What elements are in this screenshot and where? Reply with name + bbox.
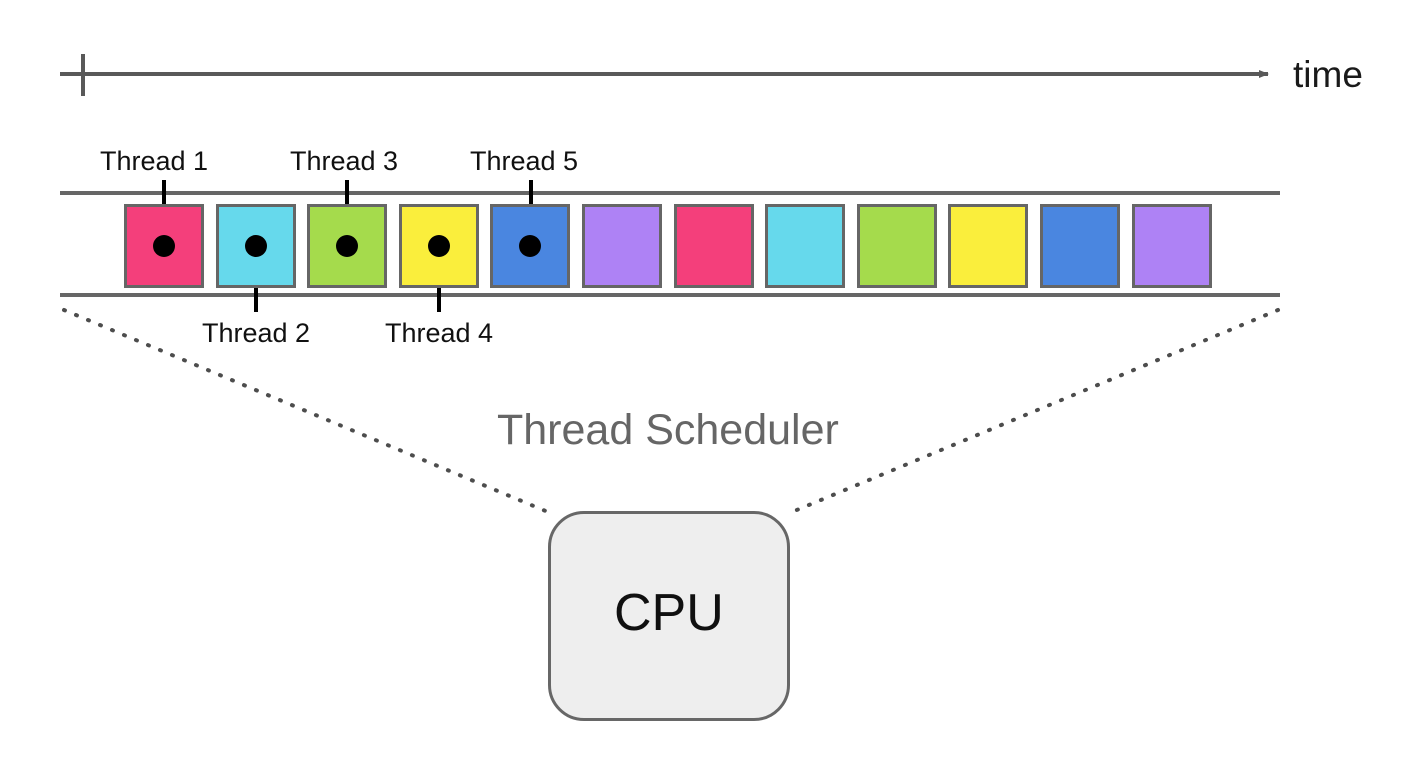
marker-dot-thread-5 bbox=[519, 235, 542, 257]
time-slice-block-11 bbox=[1040, 204, 1120, 288]
marker-dot-thread-3 bbox=[336, 235, 359, 257]
time-slice-block-12 bbox=[1131, 204, 1212, 288]
scheduler-title: Thread Scheduler bbox=[497, 406, 839, 454]
time-axis-label: time bbox=[1293, 54, 1363, 95]
label-thread-5: Thread 5 bbox=[470, 146, 579, 176]
time-slice-block-7 bbox=[673, 204, 754, 288]
label-thread-3: Thread 3 bbox=[290, 146, 399, 176]
time-slice-block-9 bbox=[856, 204, 937, 288]
funnel-line-right bbox=[790, 308, 1280, 514]
label-thread-1: Thread 1 bbox=[100, 146, 209, 176]
time-slice-block-10 bbox=[948, 204, 1029, 288]
time-axis bbox=[60, 54, 1269, 96]
label-thread-4: Thread 4 bbox=[385, 318, 494, 348]
time-slice-block-4 bbox=[398, 204, 479, 288]
time-slice-block-8 bbox=[765, 204, 846, 288]
label-thread-2: Thread 2 bbox=[202, 318, 311, 348]
time-slice-block-1 bbox=[124, 204, 204, 288]
marker-dot-thread-2 bbox=[244, 235, 267, 257]
cpu-box bbox=[548, 511, 790, 721]
marker-dot-thread-1 bbox=[153, 235, 175, 257]
cpu-label: CPU bbox=[614, 584, 724, 642]
marker-dot-thread-4 bbox=[427, 235, 450, 257]
time-slice-block-6 bbox=[582, 204, 662, 288]
